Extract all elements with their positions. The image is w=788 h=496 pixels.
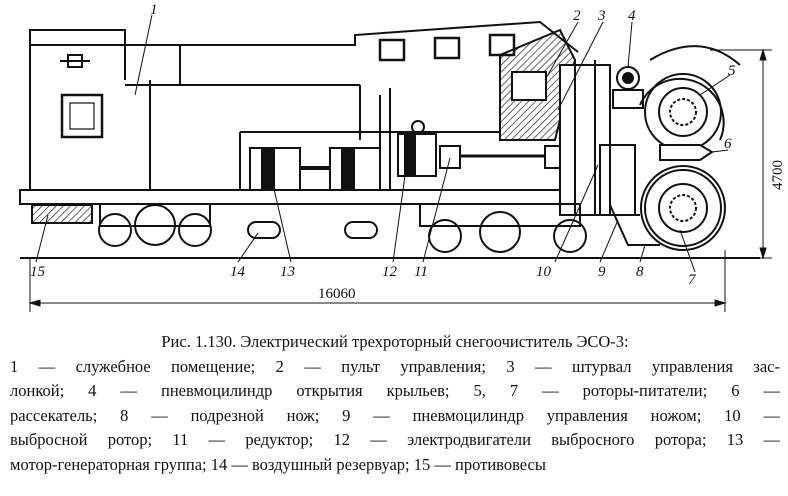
rear-bogie [98,203,212,247]
car-body [29,20,579,190]
front-bogie [419,203,587,253]
label-8: 8 [636,264,644,280]
control-console [499,28,577,141]
label-7: 7 [688,272,697,288]
label-5: 5 [728,63,736,79]
label-10: 10 [536,264,552,280]
label-3: 3 [597,8,606,24]
label-12: 12 [382,264,398,280]
snowplow-diagram: 1 2 3 4 5 6 7 8 9 10 11 12 13 14 15 1606… [19,2,786,312]
length-value: 16060 [318,286,356,302]
label-13: 13 [280,264,295,280]
wing-cylinder [612,66,644,109]
label-1: 1 [150,2,158,18]
caption-title: Рис. 1.130. Электрический трехроторный с… [161,332,629,351]
roof-valve [60,54,90,68]
lower-feeder-rotor [640,165,726,251]
legend-line: 1 — служебное помещение; 2 — пульт управ… [10,356,780,376]
label-15: 15 [30,264,46,280]
label-9: 9 [598,264,606,280]
height-dimension [710,48,772,260]
label-6: 6 [724,136,732,152]
counterweights [31,204,93,224]
legend-line: выбросной ротор; 11 — редуктор; 12 — эле… [10,430,780,450]
height-value: 4700 [770,160,786,190]
length-dimension [28,250,727,312]
legend-line: лонкой; 4 — пневмоцилиндр открытия крыль… [10,381,780,401]
reducer [439,145,562,169]
label-2: 2 [573,8,581,24]
legend-line: рассекатель; 8 — подрезной нож; 9 — пнев… [10,405,780,425]
window-left [60,93,104,139]
cab-windows [378,33,516,62]
label-14: 14 [230,264,246,280]
air-reservoir [247,221,378,239]
rotor-motors [397,120,437,177]
motor-generator-group [249,147,381,191]
upper-feeder-rotor [639,45,741,151]
label-11: 11 [414,264,428,280]
label-4: 4 [628,8,636,24]
legend-line: мотор-генераторная группа; 14 — воздушны… [10,454,546,474]
divider [659,144,714,161]
figure-caption: Рис. 1.130. Электрический трехроторный с… [10,330,780,478]
cutting-knife [609,204,660,246]
